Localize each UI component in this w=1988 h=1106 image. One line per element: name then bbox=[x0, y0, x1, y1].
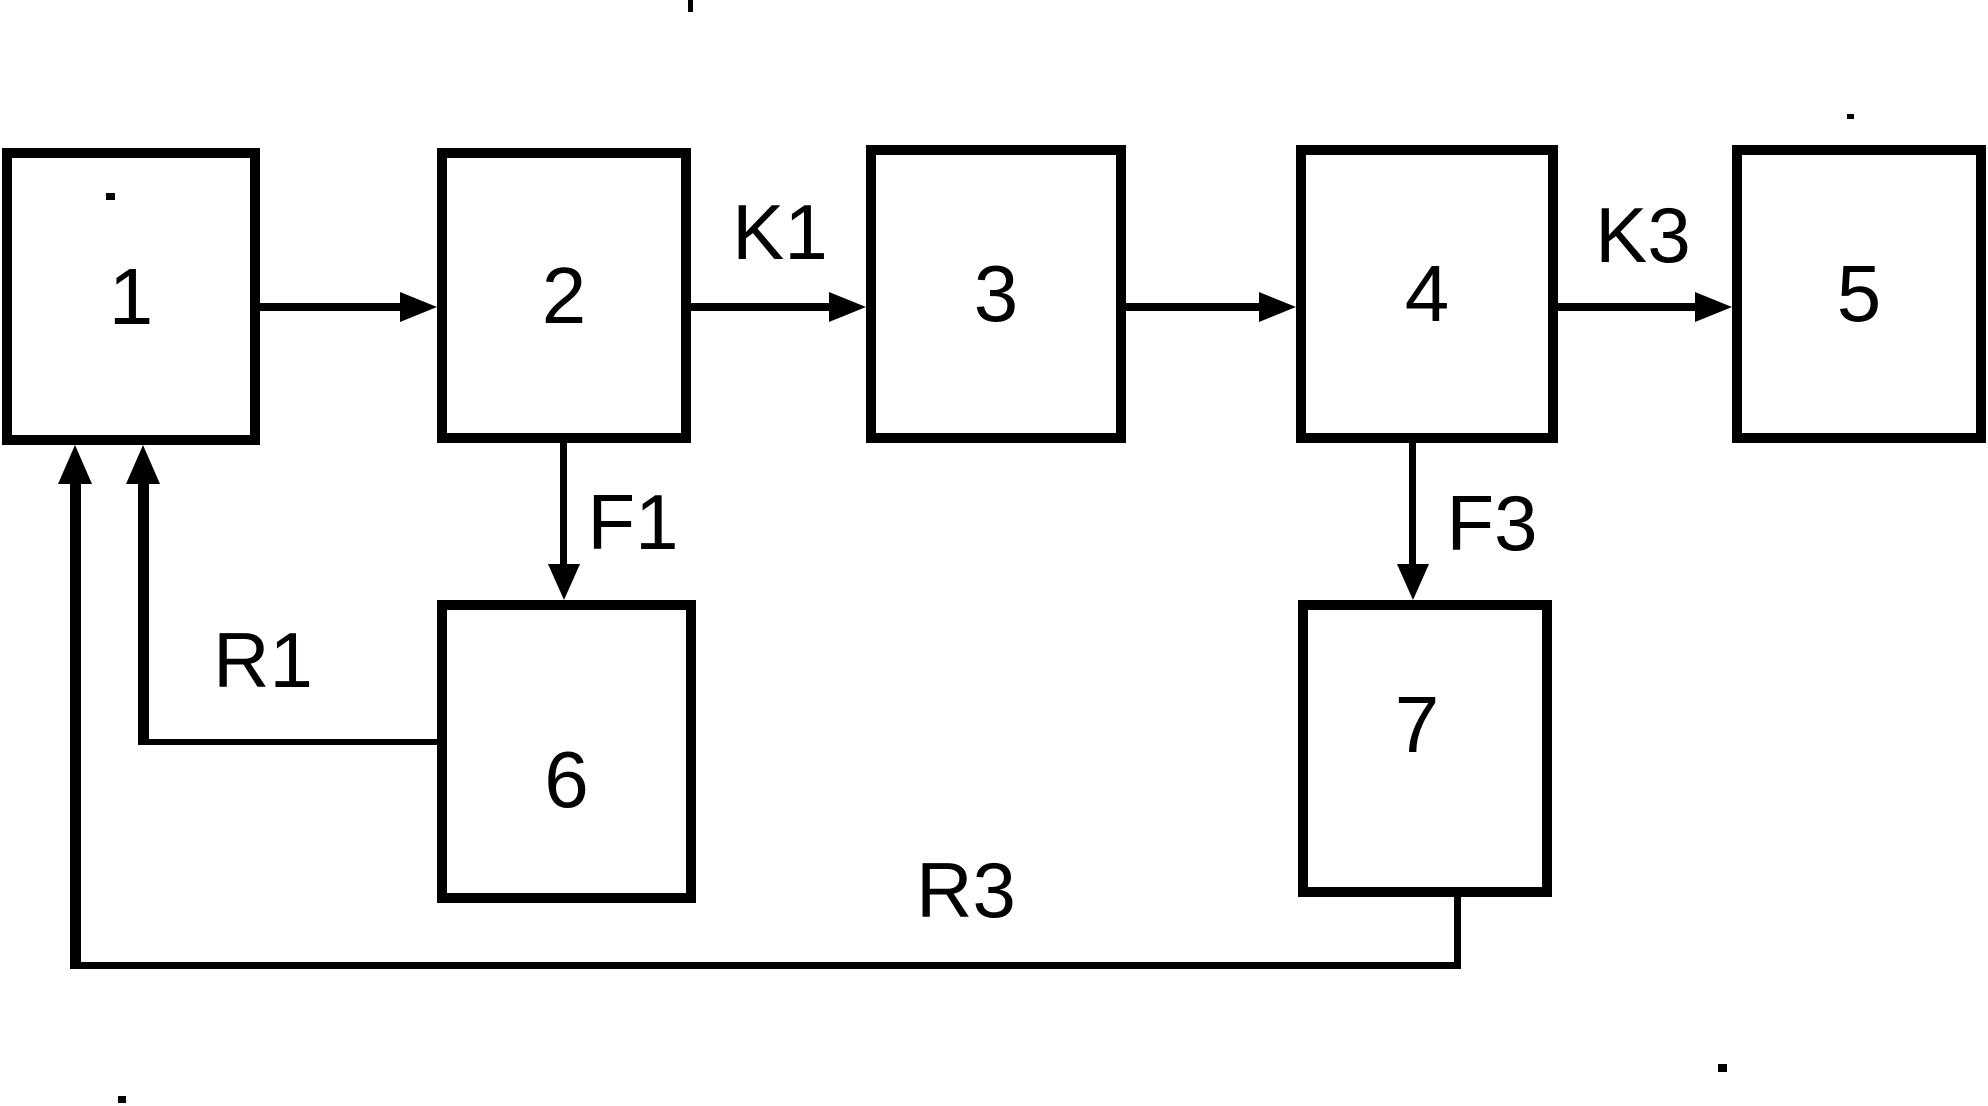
label-f1: F1 bbox=[587, 478, 679, 566]
scan-speck bbox=[106, 193, 115, 200]
arrow-4-to-5-head bbox=[1695, 292, 1732, 322]
feedback-r3-head bbox=[58, 445, 92, 484]
block-2: 2 bbox=[437, 148, 691, 443]
arrow-3-to-4-head bbox=[1259, 292, 1296, 322]
block-1: 1 bbox=[2, 148, 260, 445]
scan-speck bbox=[688, 0, 693, 12]
block-4-label: 4 bbox=[1404, 249, 1450, 338]
arrow-1-to-2-head bbox=[400, 292, 437, 322]
block-7-label: 7 bbox=[1394, 679, 1440, 769]
block-5: 5 bbox=[1732, 145, 1986, 443]
feedback-r3-downleg bbox=[1454, 895, 1461, 968]
label-f3: F3 bbox=[1446, 479, 1538, 567]
block-2-label: 2 bbox=[541, 250, 587, 340]
arrow-1-to-2-shaft bbox=[258, 303, 400, 311]
feedback-r1-vertical bbox=[138, 482, 149, 745]
label-k1: K1 bbox=[732, 188, 828, 276]
arrow-3-to-4-shaft bbox=[1124, 303, 1259, 311]
block-6-label: 6 bbox=[544, 734, 589, 824]
scan-speck bbox=[1847, 114, 1854, 119]
feedback-r1-head bbox=[126, 445, 160, 484]
label-k3: K3 bbox=[1595, 191, 1691, 279]
label-r3: R3 bbox=[916, 846, 1016, 934]
block-1-label: 1 bbox=[108, 251, 154, 341]
label-r1: R1 bbox=[213, 616, 313, 704]
arrow-2-to-6-head bbox=[548, 564, 580, 600]
feedback-r3-horizontal bbox=[72, 962, 1461, 969]
arrow-2-to-3-shaft bbox=[689, 303, 829, 311]
feedback-r1-horizontal bbox=[141, 739, 440, 745]
scan-speck bbox=[118, 1096, 126, 1103]
block-7: 7 bbox=[1298, 600, 1552, 897]
block-6: 6 bbox=[437, 600, 696, 903]
arrow-4-to-5-shaft bbox=[1556, 303, 1695, 311]
arrow-4-to-7-shaft bbox=[1409, 441, 1416, 566]
feedback-r3-vertical bbox=[70, 482, 81, 969]
arrow-2-to-3-head bbox=[829, 292, 866, 322]
scan-speck bbox=[1718, 1064, 1727, 1072]
block-4: 4 bbox=[1296, 145, 1558, 443]
block-3-label: 3 bbox=[973, 249, 1019, 338]
block-3: 3 bbox=[866, 145, 1126, 443]
block-5-label: 5 bbox=[1836, 249, 1882, 338]
arrow-4-to-7-head bbox=[1397, 564, 1429, 600]
arrow-2-to-6-shaft bbox=[560, 441, 567, 566]
